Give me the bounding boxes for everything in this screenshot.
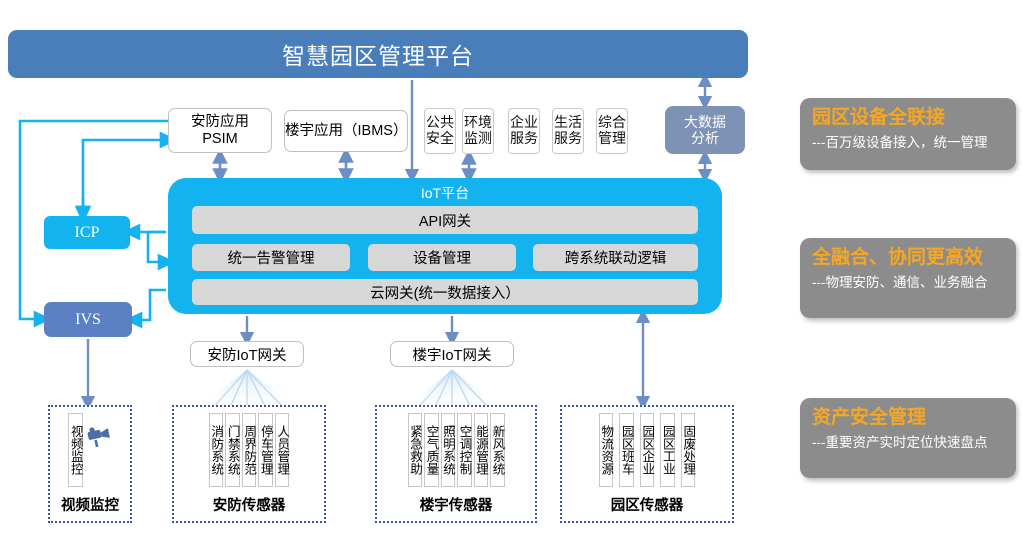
sensor-chip-hvac-control[interactable]: 空调控制 bbox=[457, 413, 472, 487]
sensor-chip-park-shuttle[interactable]: 园区班车 bbox=[619, 413, 634, 487]
enterprise-service-line2: 服务 bbox=[510, 130, 538, 146]
app-box-enterprise-service[interactable]: 企业 服务 bbox=[508, 108, 540, 154]
bigdata-line1: 大数据 bbox=[684, 113, 726, 130]
gateway-building-iot[interactable]: 楼宇IoT网关 bbox=[390, 341, 514, 367]
highlight-panel-1-subtitle: ---百万级设备接入，统一管理 bbox=[812, 134, 988, 150]
iot-platform-container: IoT平台 API网关 统一告警管理 设备管理 跨系统联动逻辑 云网关(统一数据… bbox=[168, 178, 722, 314]
sensor-group-building-label: 楼宇传感器 bbox=[419, 498, 493, 514]
sensor-chip-access-control[interactable]: 门禁系统 bbox=[225, 413, 240, 487]
highlight-panel-3-subtitle: ---重要资产实时定位快速盘点 bbox=[812, 434, 988, 450]
sensor-group-park: 物流资源 园区班车 园区企业 园区工业 固废处理 园区传感器 bbox=[560, 405, 734, 523]
icp-label: ICP bbox=[74, 223, 100, 241]
highlight-panel-2-title: 全融合、协同更高效 bbox=[812, 247, 984, 268]
big-data-analytics-box[interactable]: 大数据 分析 bbox=[665, 106, 745, 154]
sensor-chip-fresh-air[interactable]: 新风系统 bbox=[490, 413, 505, 487]
sensor-group-security-label: 安防传感器 bbox=[212, 498, 286, 514]
park-chip-wrap: 物流资源 园区班车 园区企业 园区工业 固废处理 bbox=[562, 413, 732, 491]
platform-title: 智慧园区管理平台 bbox=[282, 43, 474, 69]
node-ivs[interactable]: IVS bbox=[44, 302, 132, 337]
iot-alarm-management[interactable]: 统一告警管理 bbox=[192, 244, 350, 271]
app-box-ibms[interactable]: 楼宇应用（IBMS） bbox=[284, 110, 408, 152]
sensor-chip-energy-mgmt[interactable]: 能源管理 bbox=[473, 413, 488, 487]
public-safety-line1: 公共 bbox=[426, 114, 454, 131]
env-monitor-line1: 环境 bbox=[464, 114, 492, 131]
security-chip-wrap: 消防系统 门禁系统 周界防范 停车管理 人员管理 bbox=[174, 413, 324, 491]
camera-icon bbox=[87, 427, 110, 448]
iot-api-gateway[interactable]: API网关 bbox=[192, 206, 698, 234]
sensor-chip-parking-mgmt[interactable]: 停车管理 bbox=[258, 413, 273, 487]
integrated-mgmt-line1: 综合 bbox=[598, 114, 626, 131]
integrated-mgmt-line2: 管理 bbox=[598, 130, 626, 146]
life-service-line1: 生活 bbox=[554, 114, 582, 131]
sensor-chip-park-enterprise[interactable]: 园区企业 bbox=[639, 413, 655, 487]
bigdata-line2: 分析 bbox=[691, 130, 719, 146]
ibms-label: 楼宇应用（IBMS） bbox=[285, 122, 408, 139]
sensor-chip-air-quality[interactable]: 空气质量 bbox=[424, 413, 439, 487]
life-service-line2: 服务 bbox=[554, 130, 582, 146]
iot-platform-title: IoT平台 bbox=[420, 185, 470, 201]
enterprise-service-line1: 企业 bbox=[510, 114, 538, 131]
gateway-security-iot[interactable]: 安防IoT网关 bbox=[190, 341, 304, 367]
sensor-chip-fire-system[interactable]: 消防系统 bbox=[208, 413, 224, 487]
highlight-panel-2-subtitle: ---物理安防、通信、业务融合 bbox=[812, 274, 988, 290]
highlight-panel-3: 资产安全管理 ---重要资产实时定位快速盘点 bbox=[800, 398, 1016, 478]
ivs-label: IVS bbox=[75, 310, 101, 328]
sensor-chip-video-monitor[interactable]: 视频监控 bbox=[68, 413, 83, 487]
highlight-panel-1-title: 园区设备全联接 bbox=[812, 107, 946, 128]
app-box-psim[interactable]: 安防应用 PSIM bbox=[168, 108, 272, 153]
iot-cross-system-logic[interactable]: 跨系统联动逻辑 bbox=[533, 244, 698, 271]
sensor-group-video-label: 视频监控 bbox=[61, 498, 119, 514]
sensor-chip-logistics[interactable]: 物流资源 bbox=[598, 413, 614, 487]
env-monitor-line2: 监测 bbox=[464, 130, 492, 146]
sensor-chip-emergency-help[interactable]: 紧急救助 bbox=[407, 413, 422, 487]
psim-label-line1: 安防应用 bbox=[191, 113, 249, 130]
video-chip-wrap: 视频监控 bbox=[50, 413, 130, 491]
sensor-chip-waste-treatment[interactable]: 固废处理 bbox=[680, 413, 696, 487]
public-safety-line2: 安全 bbox=[426, 130, 454, 146]
highlight-panel-1: 园区设备全联接 ---百万级设备接入，统一管理 bbox=[800, 98, 1016, 170]
iot-cloud-gateway[interactable]: 云网关(统一数据接入） bbox=[192, 279, 698, 305]
psim-label-line2: PSIM bbox=[202, 130, 238, 147]
iot-device-management[interactable]: 设备管理 bbox=[368, 244, 516, 271]
building-chip-wrap: 紧急救助 空气质量 照明系统 空调控制 能源管理 新风系统 bbox=[377, 413, 535, 491]
app-box-integrated-mgmt[interactable]: 综合 管理 bbox=[596, 108, 628, 154]
sensor-group-building: 紧急救助 空气质量 照明系统 空调控制 能源管理 新风系统 楼宇传感器 bbox=[375, 405, 537, 523]
app-box-env-monitor[interactable]: 环境 监测 bbox=[462, 108, 494, 154]
sensor-chip-perimeter-defense[interactable]: 周界防范 bbox=[241, 413, 257, 487]
sensor-chip-personnel-mgmt[interactable]: 人员管理 bbox=[274, 413, 290, 487]
node-icp[interactable]: ICP bbox=[44, 216, 130, 249]
sensor-group-security: 消防系统 门禁系统 周界防范 停车管理 人员管理 安防传感器 bbox=[172, 405, 326, 523]
sensor-chip-park-industry[interactable]: 园区工业 bbox=[660, 413, 675, 487]
app-box-public-safety[interactable]: 公共 安全 bbox=[424, 108, 456, 154]
app-box-life-service[interactable]: 生活 服务 bbox=[552, 108, 584, 154]
sensor-group-park-label: 园区传感器 bbox=[610, 498, 684, 514]
sensor-group-video: 视频监控 视频监控 bbox=[48, 405, 132, 523]
highlight-panel-3-title: 资产安全管理 bbox=[812, 407, 927, 428]
platform-banner: 智慧园区管理平台 bbox=[8, 30, 748, 78]
highlight-panel-2: 全融合、协同更高效 ---物理安防、通信、业务融合 bbox=[800, 238, 1016, 318]
sensor-chip-lighting-system[interactable]: 照明系统 bbox=[440, 413, 455, 487]
